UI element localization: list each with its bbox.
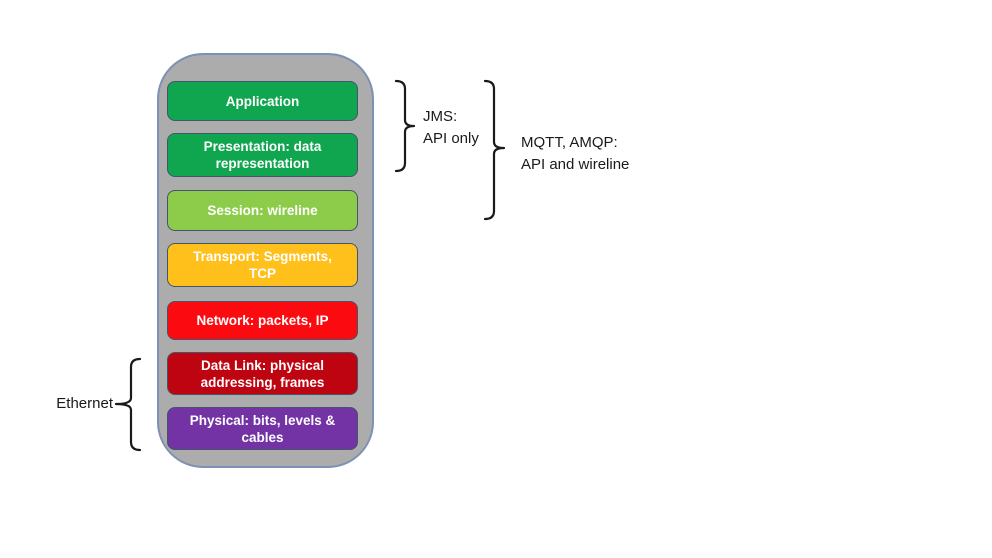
layer-label-line2: cables: [241, 429, 284, 445]
layer-label: Application: [225, 93, 300, 109]
jms-annotation-line2: API only: [423, 130, 479, 147]
layer-label: Physical: bits, levels &: [189, 412, 336, 428]
jms-bracket-icon: [394, 79, 416, 173]
layer-label-line2: representation: [215, 156, 310, 171]
layer-label: Transport: Segments,: [193, 249, 332, 264]
layer-transport: Transport: Segments, TCP: [167, 243, 358, 287]
layer-presentation: Presentation: data representation: [167, 133, 358, 177]
ethernet-annotation: Ethernet: [36, 393, 113, 415]
layer-label: Session: wireline: [207, 203, 318, 218]
layer-data-link: Data Link: physical addressing, frames: [167, 352, 358, 395]
mqtt-amqp-annotation-line1: MQTT, AMQP:: [521, 134, 618, 151]
layer-label-line2: addressing, frames: [200, 374, 325, 390]
ethernet-bracket-icon: [114, 357, 142, 452]
layer-label: Data Link: physical: [200, 357, 325, 373]
layer-application: Application: [167, 81, 358, 121]
mqtt-amqp-annotation-line2: API and wireline: [521, 156, 630, 173]
ethernet-annotation-line1: Ethernet: [56, 395, 113, 412]
layer-network: Network: packets, IP: [167, 301, 358, 340]
layer-label: Network: packets, IP: [196, 313, 329, 328]
mqtt-amqp-annotation: MQTT, AMQP: API and wireline: [521, 132, 629, 176]
layer-physical: Physical: bits, levels & cables: [167, 407, 358, 450]
jms-annotation: JMS: API only: [423, 106, 479, 150]
mqtt-amqp-bracket-icon: [483, 79, 506, 221]
layer-label-line2: TCP: [249, 266, 276, 281]
jms-annotation-line1: JMS:: [423, 108, 458, 125]
layer-label: Presentation: data: [203, 139, 322, 154]
layer-session: Session: wireline: [167, 190, 358, 231]
